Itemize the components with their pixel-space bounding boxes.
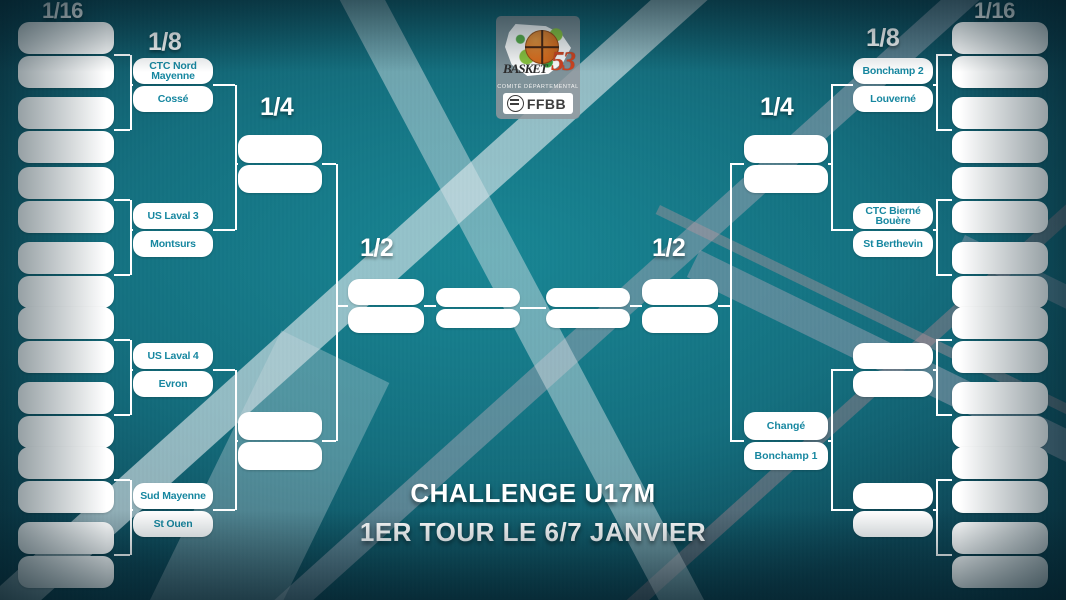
round-label-left-16: 1/16 xyxy=(42,0,83,23)
round-label-left-4: 1/4 xyxy=(260,93,294,121)
title-line-1: CHALLENGE U17M xyxy=(410,478,656,508)
basket-53-logo: BASKET 53 COMITÉ DÉPARTEMENTAL FFBB xyxy=(496,16,580,119)
round-label-right-2: 1/2 xyxy=(652,234,686,262)
title-line-2: 1ER TOUR LE 6/7 JANVIER xyxy=(359,517,707,547)
poster-title: CHALLENGE U17M 1ER TOUR LE 6/7 JANVIER xyxy=(0,478,1066,548)
round-label-left-2: 1/2 xyxy=(360,234,394,262)
round-label-left-8: 1/8 xyxy=(148,28,182,56)
ffbb-badge: FFBB xyxy=(502,93,574,114)
logo-graphic: BASKET 53 xyxy=(499,20,577,82)
ffbb-ring-icon xyxy=(506,95,524,112)
logo-number: 53 xyxy=(551,46,576,76)
ffbb-label: FFBB xyxy=(526,95,567,112)
round-label-right-16: 1/16 xyxy=(974,0,1015,23)
logo-subtitle: COMITÉ DÉPARTEMENTAL xyxy=(497,84,579,90)
round-label-right-8: 1/8 xyxy=(866,24,900,52)
round-label-right-4: 1/4 xyxy=(760,93,794,121)
